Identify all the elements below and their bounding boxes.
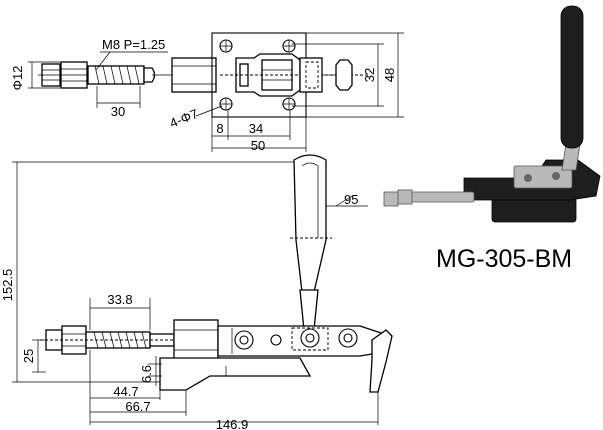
dim-33-8: 33.8 — [107, 292, 132, 307]
spindle-tip — [143, 67, 156, 83]
handle-pivot — [299, 57, 323, 93]
top-view: Φ12 30 M8 P=1.25 — [10, 32, 404, 153]
handle-arm — [299, 289, 319, 331]
hole-label: 4-Φ7 — [168, 106, 201, 131]
side-view: 152.5 25 95 33.8 — [0, 154, 393, 430]
photo-nut — [397, 189, 413, 205]
guide-sleeve — [171, 57, 217, 93]
pivot-pin — [338, 328, 358, 348]
dim-50: 50 — [251, 138, 265, 153]
dim-152-5: 152.5 — [0, 269, 15, 302]
base-foot — [159, 357, 312, 391]
dim-95: 95 — [344, 192, 358, 207]
hex-nut — [45, 329, 63, 351]
dim-25: 25 — [21, 349, 36, 363]
photo-spindle — [409, 191, 475, 203]
dim-34: 34 — [249, 121, 263, 136]
guide-sleeve — [173, 319, 219, 361]
dim-146-9: 146.9 — [216, 417, 249, 430]
handle-knob — [335, 59, 353, 91]
pivot-pin — [300, 328, 320, 348]
photo-handle-grip — [560, 5, 584, 149]
dim-44-7: 44.7 — [113, 384, 138, 399]
dim-66-7: 66.7 — [125, 399, 150, 414]
pivot-pin — [234, 330, 254, 350]
dim-32: 32 — [362, 68, 377, 82]
model-label: MG-305-BM — [436, 245, 572, 273]
dim-8: 8 — [216, 121, 223, 136]
thread-label: M8 P=1.25 — [102, 37, 165, 52]
dim-48: 48 — [382, 68, 397, 82]
handle-grip — [293, 154, 327, 293]
photo-linkage — [513, 165, 573, 189]
rear-hook — [369, 329, 393, 393]
dim-6-6: 6.6 — [139, 365, 154, 383]
product-photo — [383, 5, 601, 223]
photo-nut — [383, 191, 399, 207]
dim-30: 30 — [111, 104, 125, 119]
diameter-12-label: Φ12 — [10, 66, 25, 91]
